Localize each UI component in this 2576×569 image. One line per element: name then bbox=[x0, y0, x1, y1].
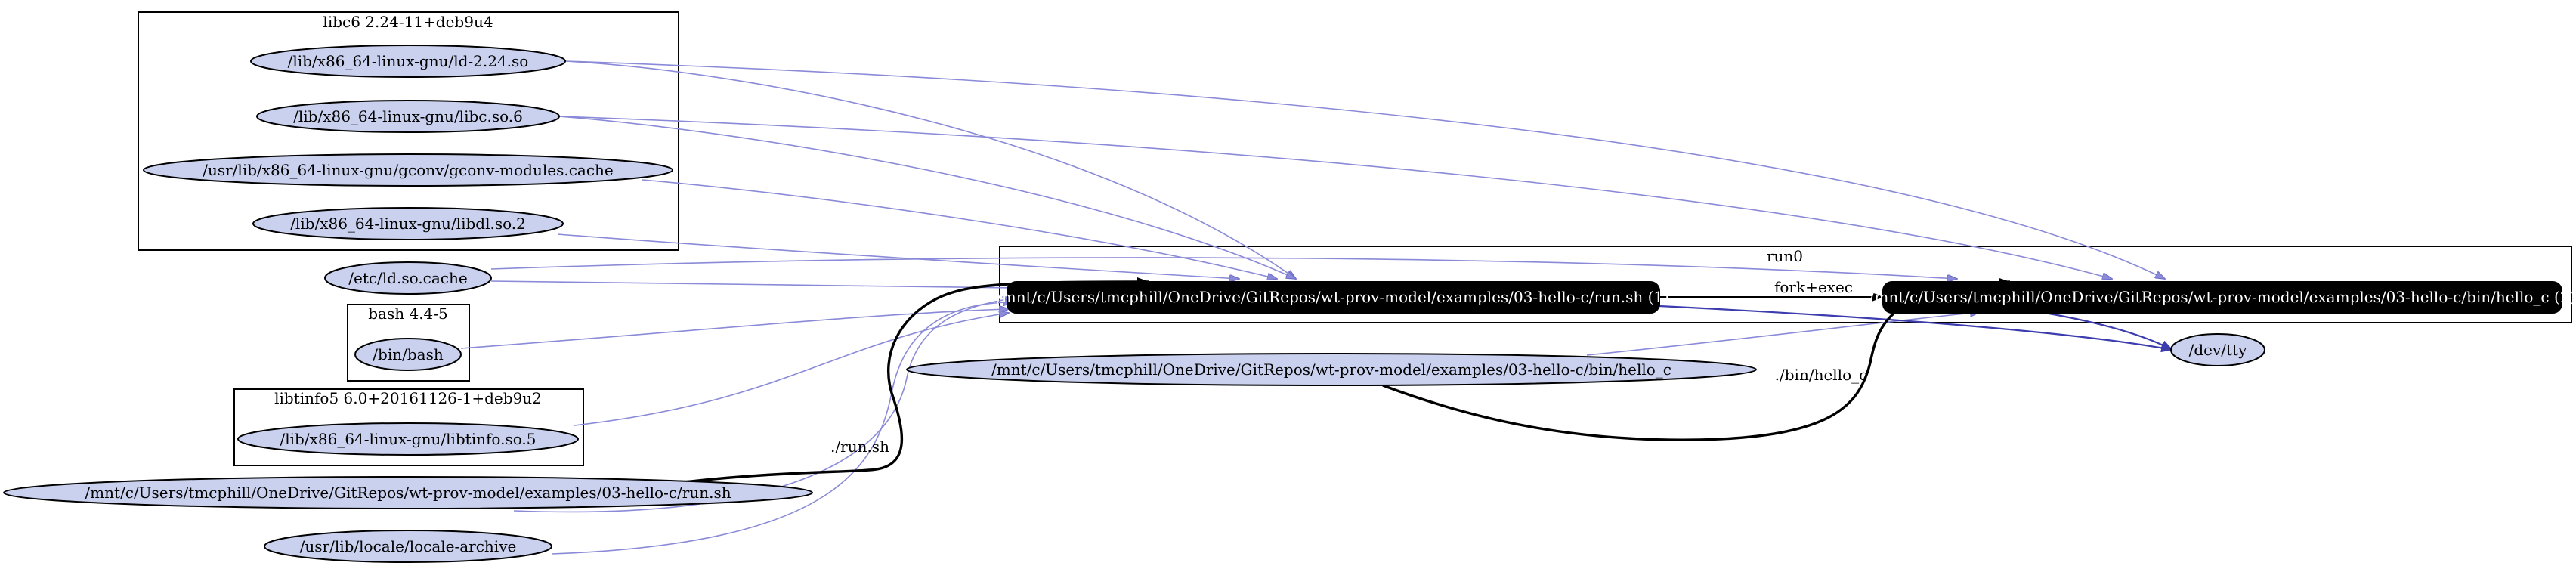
process-label-hello-c: /mnt/c/Users/tmcphill/OneDrive/GitRepos/… bbox=[1869, 288, 2576, 306]
io-edges bbox=[460, 60, 2165, 555]
edge-ld-so-to-run-sh bbox=[564, 60, 1296, 279]
cluster-libc6-label: libc6 2.24-11+deb9u4 bbox=[323, 13, 493, 31]
edge-hello-c-file-exec bbox=[1382, 277, 2011, 441]
edge-libc-to-run-sh bbox=[558, 116, 1296, 279]
file-label-gconv-cache: /usr/lib/x86_64-linux-gnu/gconv/gconv-mo… bbox=[203, 161, 614, 179]
cluster-bash: bash 4.4-5 bbox=[347, 304, 470, 382]
file-node-libdl-so[interactable]: /lib/x86_64-linux-gnu/libdl.so.2 bbox=[252, 207, 564, 240]
process-node-run-sh[interactable]: /mnt/c/Users/tmcphill/OneDrive/GitRepos/… bbox=[997, 281, 1669, 314]
process-node-hello-c[interactable]: /mnt/c/Users/tmcphill/OneDrive/GitRepos/… bbox=[1869, 281, 2576, 314]
edge-libc-to-hello-c bbox=[558, 116, 2112, 279]
cluster-libc6: libc6 2.24-11+deb9u4 bbox=[138, 11, 679, 251]
edge-label-run-sh: ./run.sh bbox=[830, 438, 889, 456]
file-node-locale-archive[interactable]: /usr/lib/locale/locale-archive bbox=[264, 530, 552, 563]
output-edges bbox=[1659, 305, 2173, 353]
edge-gconv-to-run-sh bbox=[642, 179, 1277, 279]
file-label-locale-archive: /usr/lib/locale/locale-archive bbox=[300, 537, 517, 555]
file-node-hello-c-bin[interactable]: /mnt/c/Users/tmcphill/OneDrive/GitRepos/… bbox=[906, 353, 1757, 386]
file-label-libc-so: /lib/x86_64-linux-gnu/libc.so.6 bbox=[293, 107, 523, 125]
edge-ld-so-to-hello-c bbox=[564, 60, 2165, 279]
file-label-ld-so-cache: /etc/ld.so.cache bbox=[348, 269, 467, 287]
file-node-run-sh[interactable]: /mnt/c/Users/tmcphill/OneDrive/GitRepos/… bbox=[3, 476, 813, 509]
file-label-run-sh: /mnt/c/Users/tmcphill/OneDrive/GitRepos/… bbox=[85, 484, 731, 502]
file-label-libdl-so: /lib/x86_64-linux-gnu/libdl.so.2 bbox=[290, 215, 526, 233]
file-node-ld-so-cache[interactable]: /etc/ld.so.cache bbox=[324, 261, 492, 295]
edge-run-sh-file-to-run-sh bbox=[513, 298, 1013, 513]
edge-bash-to-run-sh bbox=[460, 309, 1009, 349]
file-label-bin-bash: /bin/bash bbox=[373, 345, 444, 363]
file-node-ld-so[interactable]: /lib/x86_64-linux-gnu/ld-2.24.so bbox=[250, 45, 566, 78]
file-label-libtinfo-so: /lib/x86_64-linux-gnu/libtinfo.so.5 bbox=[280, 430, 537, 448]
edge-run-sh-to-tty bbox=[1659, 305, 2173, 353]
edge-libtinfo-to-run-sh bbox=[574, 313, 1009, 426]
edge-hello-c-file-to-hello-c bbox=[1586, 312, 1980, 356]
edge-libdl-to-run-sh bbox=[557, 233, 1239, 279]
cluster-bash-label: bash 4.4-5 bbox=[368, 305, 448, 323]
file-node-libc-so[interactable]: /lib/x86_64-linux-gnu/libc.so.6 bbox=[256, 100, 560, 133]
cluster-run0-label: run0 bbox=[1767, 247, 1803, 265]
cluster-libtinfo-label: libtinfo5 6.0+20161126-1+deb9u2 bbox=[274, 389, 542, 407]
edge-run-sh-file-exec bbox=[683, 277, 1149, 484]
control-edges bbox=[683, 277, 2011, 484]
file-label-hello-c-bin: /mnt/c/Users/tmcphill/OneDrive/GitRepos/… bbox=[991, 360, 1671, 379]
edge-label-hello-c: ./bin/hello_c bbox=[1775, 366, 1868, 384]
edge-hello-c-to-tty bbox=[2039, 311, 2173, 351]
file-label-ld-so: /lib/x86_64-linux-gnu/ld-2.24.so bbox=[288, 52, 529, 70]
cluster-libtinfo: libtinfo5 6.0+20161126-1+deb9u2 bbox=[233, 388, 584, 466]
edge-ld-cache-to-hello-c bbox=[490, 257, 1957, 279]
file-node-gconv-cache[interactable]: /usr/lib/x86_64-linux-gnu/gconv/gconv-mo… bbox=[143, 153, 673, 187]
edge-label-fork-exec: fork+exec bbox=[1774, 278, 1853, 296]
file-node-bin-bash[interactable]: /bin/bash bbox=[354, 338, 462, 371]
file-node-libtinfo-so[interactable]: /lib/x86_64-linux-gnu/libtinfo.so.5 bbox=[237, 422, 579, 456]
file-label-dev-tty: /dev/tty bbox=[2189, 341, 2247, 359]
process-label-run-sh: /mnt/c/Users/tmcphill/OneDrive/GitRepos/… bbox=[997, 288, 1669, 306]
edge-locale-to-run-sh bbox=[551, 302, 1013, 555]
file-node-dev-tty[interactable]: /dev/tty bbox=[2170, 333, 2265, 366]
